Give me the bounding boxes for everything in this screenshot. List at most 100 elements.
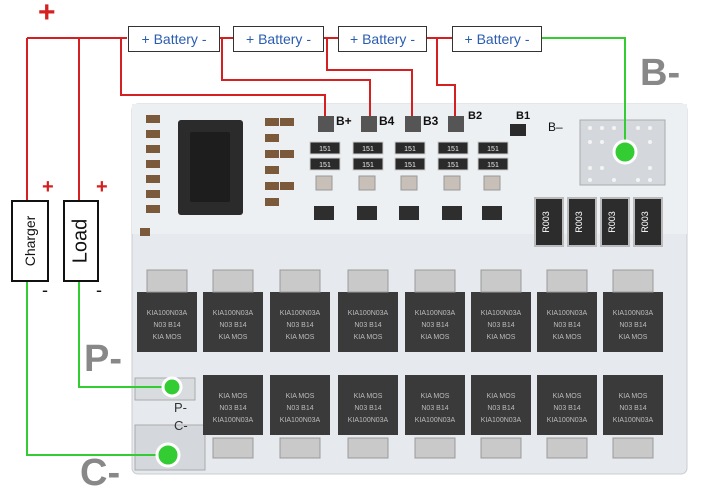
main-plus-sign: +	[38, 0, 56, 29]
smd-resistor-label: 151	[362, 162, 374, 169]
p-minus-small-label: P-	[174, 400, 187, 415]
battery-1: + Battery -	[128, 26, 220, 52]
mosfet-top-tab	[212, 269, 254, 293]
small-components-right	[265, 118, 294, 206]
load-plus-sign: +	[96, 176, 108, 198]
cell-tap-pads	[318, 116, 526, 136]
mosfet-top-text: KIA MOS	[619, 334, 648, 341]
mosfet-bottom-text: N03 B14	[286, 405, 313, 412]
mosfet-top-text: KIA100N03A	[213, 310, 254, 317]
led-component	[358, 175, 376, 191]
mosfet-top	[338, 292, 398, 352]
mosfet-top-text: KIA MOS	[153, 334, 182, 341]
mosfet-bottom-text: N03 B14	[487, 405, 514, 412]
mosfet-bottom-tab	[279, 437, 321, 459]
mosfet-bottom-text: N03 B14	[619, 405, 646, 412]
mosfet-top	[471, 292, 531, 352]
mosfet-bottom-text: KIA100N03A	[613, 417, 654, 424]
smd-resistor	[477, 141, 509, 155]
b4-pad-label: B4	[379, 114, 395, 128]
smd-resistor-label: 151	[447, 146, 459, 153]
charger-label: Charger	[22, 215, 38, 267]
load-box: Load	[63, 200, 99, 282]
mosfet-bottom	[338, 375, 398, 435]
mosfet-top-text: KIA100N03A	[613, 310, 654, 317]
b-plus-wire	[120, 38, 326, 116]
p-minus-wire	[78, 278, 172, 388]
mosfet-bottom-tab	[212, 437, 254, 459]
mosfet-top-text: N03 B14	[286, 322, 313, 329]
mosfet-top-text: KIA MOS	[219, 334, 248, 341]
mosfet-top-text: KIA MOS	[354, 334, 383, 341]
load-label: Load	[69, 218, 92, 264]
mosfet-bottom-text: KIA100N03A	[481, 417, 522, 424]
bms-ic-core	[190, 132, 230, 202]
mosfet-top-tab	[612, 269, 654, 293]
charger-box: Charger	[11, 200, 49, 282]
smd-resistor	[394, 157, 426, 171]
shunt-resistor	[600, 197, 630, 247]
mosfet-top	[405, 292, 465, 352]
mosfet-top-text: N03 B14	[619, 322, 646, 329]
smd-resistor	[394, 141, 426, 155]
smd-resistor-label: 151	[404, 162, 416, 169]
b-minus-pad-holes	[588, 126, 652, 182]
b3-pad-label: B3	[423, 114, 439, 128]
mosfet-bottom-text: KIA MOS	[487, 393, 516, 400]
mosfet-top-tab	[347, 269, 389, 293]
mosfet-bottom-tab	[480, 437, 522, 459]
shunt-resistor-label: R003	[607, 211, 617, 233]
mosfet-bottom-tab	[347, 437, 389, 459]
mosfet-bottom-text: KIA MOS	[219, 393, 248, 400]
mosfet-top-tab	[546, 269, 588, 293]
shunt-resistor-label: R003	[640, 211, 650, 233]
led-component	[400, 175, 418, 191]
mosfet-bottom	[603, 375, 663, 435]
mosfet-bottom-text: KIA MOS	[354, 393, 383, 400]
mosfet-bottom-text: N03 B14	[219, 405, 246, 412]
mosfet-top-text: N03 B14	[354, 322, 381, 329]
charger-plus-sign: +	[42, 176, 54, 198]
mosfet-bottom	[270, 375, 330, 435]
mosfet-bottom	[471, 375, 531, 435]
mosfet-bottom	[537, 375, 597, 435]
mosfet-bottom-text: KIA MOS	[619, 393, 648, 400]
mosfet-top-text: KIA MOS	[553, 334, 582, 341]
smd-resistor-label: 151	[362, 146, 374, 153]
smd-resistor	[437, 141, 469, 155]
mosfet-top	[537, 292, 597, 352]
b1-pad-label: B1	[516, 110, 531, 122]
mosfet-top-text: KIA100N03A	[481, 310, 522, 317]
b4-wire	[221, 38, 371, 116]
mosfet-top	[270, 292, 330, 352]
b2-pad-label: B2	[468, 110, 483, 122]
c-minus-connection	[155, 442, 181, 468]
mosfet-bottom-text: KIA100N03A	[348, 417, 389, 424]
mosfet-top	[203, 292, 263, 352]
b2-wire	[436, 38, 456, 116]
battery-3: + Battery -	[338, 26, 427, 52]
mosfet-top-text: KIA100N03A	[147, 310, 188, 317]
mosfet-top-text: KIA MOS	[421, 334, 450, 341]
mosfet-top-text: N03 B14	[553, 322, 580, 329]
mosfet-bottom-text: N03 B14	[553, 405, 580, 412]
mosfet-bottom-tab	[612, 437, 654, 459]
mosfet-top-tab	[279, 269, 321, 293]
small-components-left	[140, 115, 160, 236]
b-minus-pad-label: B–	[548, 120, 563, 134]
p-minus-connection	[161, 376, 183, 398]
mosfet-top-text: KIA MOS	[286, 334, 315, 341]
mosfet-bottom-text: KIA MOS	[553, 393, 582, 400]
mosfet-bottom	[203, 375, 263, 435]
mosfet-top-tab	[480, 269, 522, 293]
b-minus-wire	[540, 37, 626, 152]
c-minus-wire	[26, 278, 168, 456]
led-component	[315, 175, 333, 191]
load-minus-sign: -	[96, 280, 102, 300]
mosfet-bottom-text: KIA100N03A	[415, 417, 456, 424]
mosfet-bottom-tab	[546, 437, 588, 459]
